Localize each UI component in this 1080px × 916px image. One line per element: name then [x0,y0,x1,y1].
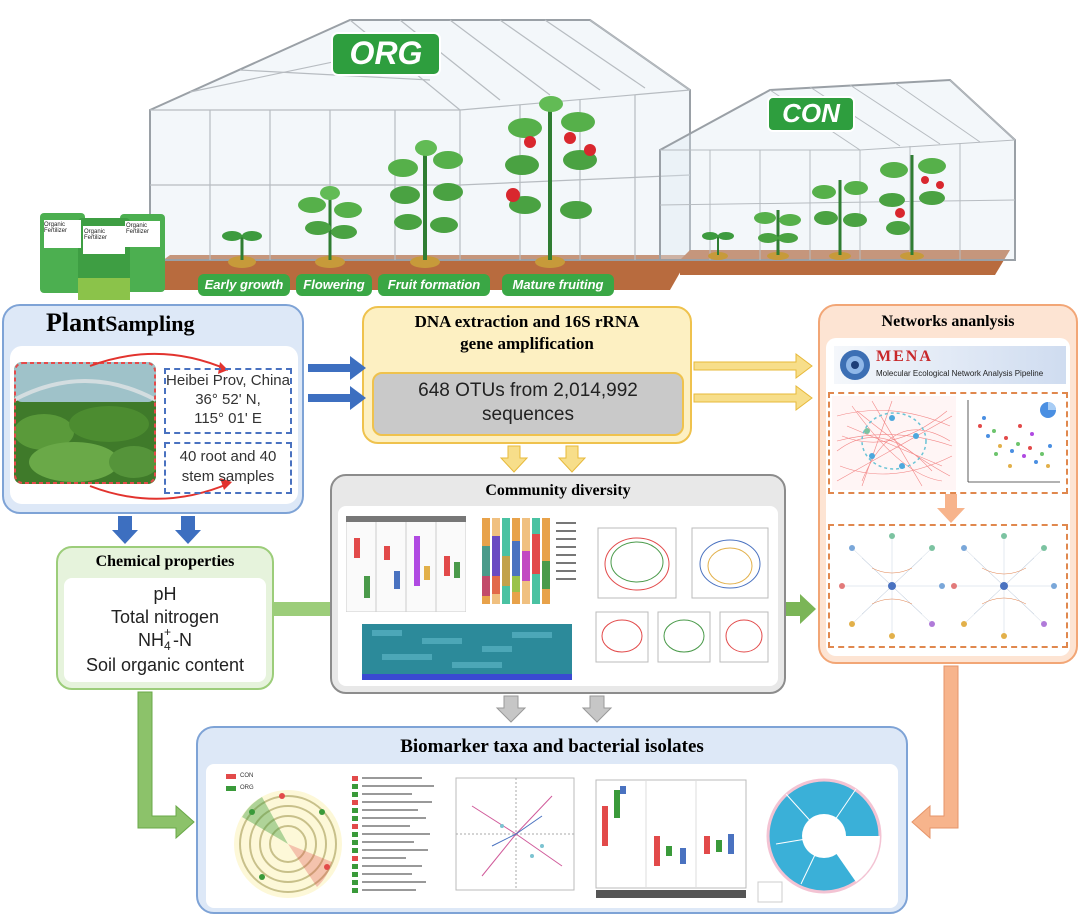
biomarker-cladogram [222,772,448,902]
biomarker-phylogenetic-tree [756,774,886,904]
location-line-1: Heibei Prov, China [166,372,290,389]
chemical-item-nitrogen: Total nitrogen [110,607,220,627]
nh4-sub: 4 [164,639,171,653]
otus-line-1: 648 OTUs from 2,014,992 [418,380,638,401]
community-heatmap [362,624,572,680]
chemical-title: Chemical properties [95,553,235,570]
network-graphs-modules [832,528,1064,644]
nh4-sup: + [164,625,172,639]
field-photo [14,362,156,484]
mena-name: MENA [876,348,933,365]
network-bottom-box [828,524,1068,648]
mena-logo [838,348,872,382]
samples-box [164,442,292,494]
samples-line-1: 40 root and 40 [179,448,277,465]
plant-sampling-title: PlantSampling [46,308,195,338]
stage-mature-fruiting: Mature fruiting [502,274,614,296]
community-ordination-plots [592,518,772,680]
chemical-item-organic: Soil organic content [85,655,245,675]
dna-title-1: DNA extraction and 16S rRNA [414,312,640,331]
otus-box [372,372,684,436]
mena-subtitle: Molecular Ecological Network Analysis Pi… [876,369,1044,378]
fertilizer-bags [30,208,170,300]
network-top-box [828,392,1068,494]
location-box [164,368,292,434]
bag-label-2: Organic Fertilizer [84,229,108,241]
nh4-suffix: -N [173,630,192,650]
biomarker-abundance-plot [584,776,752,904]
stage-early-growth: Early growth [198,274,290,296]
chemical-item-ph: pH [153,584,177,604]
stage-fruit-formation: Fruit formation [378,274,490,296]
community-stacked-bars [478,516,578,608]
biomarker-title: Biomarker taxa and bacterial isolates [400,736,704,757]
networks-title: Networks ananlysis [881,313,1015,330]
cladogram-legend-con: CON [240,773,254,779]
network-scatter [960,396,1064,490]
community-title: Community diversity [485,482,631,499]
community-boxplots [346,516,466,612]
plant-sampling-title-rest: Sampling [105,311,195,336]
org-label: ORG [349,35,423,71]
location-line-3: 115° 01' E [194,410,262,427]
nh4-base: NH [138,630,164,650]
mena-banner [834,346,1066,384]
greenhouse-con [650,70,1020,280]
nh4-scripts: +4 [164,625,173,653]
bag-label-1: Organic Fertilizer [44,222,68,234]
otus-line-2: sequences [482,404,574,425]
plant-sampling-title-bold: Plant [46,308,106,337]
location-line-2: 36° 52' N, [195,391,261,408]
sampling-arrows [70,348,310,508]
con-label: CON [782,98,840,128]
dna-title-2: gene amplification [460,334,594,353]
biomarker-rda-plot [452,776,578,902]
networks-down-arrow [936,494,966,524]
network-graph-red [832,396,956,490]
chemical-item-nh4: NH+4-N [64,625,266,653]
samples-line-2: stem samples [181,468,275,485]
bag-label-3: Organic Fertilizer [126,223,150,235]
stage-flowering: Flowering [296,274,372,296]
chemical-inner [64,578,266,682]
cladogram-legend-org: ORG [240,785,254,791]
